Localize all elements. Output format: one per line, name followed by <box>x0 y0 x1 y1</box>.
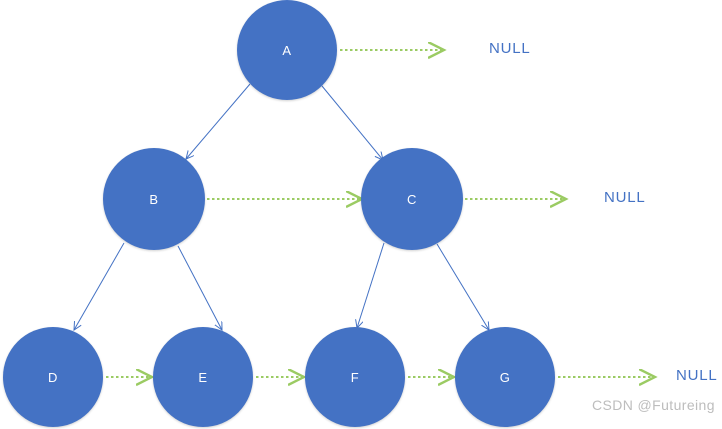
tree-node-label: G <box>499 369 511 385</box>
tree-edge-b-to-e <box>177 245 222 330</box>
tree-node-b[interactable]: B <box>103 148 205 250</box>
tree-edge-b-to-d <box>74 242 125 330</box>
tree-node-label: C <box>407 191 417 207</box>
tree-node-c[interactable]: C <box>361 148 463 250</box>
tree-edge-a-to-c <box>321 85 383 160</box>
tree-node-d[interactable]: D <box>3 327 103 427</box>
tree-node-label: A <box>282 42 292 58</box>
tree-edge-c-to-g <box>436 243 489 330</box>
tree-node-e[interactable]: E <box>153 327 253 427</box>
tree-node-a[interactable]: A <box>237 0 337 100</box>
tree-node-label: D <box>48 369 58 385</box>
tree-node-label: B <box>149 191 159 207</box>
null-label-level-0: NULL <box>489 40 531 57</box>
tree-edge-a-to-b <box>186 83 251 159</box>
null-label-level-2: NULL <box>676 367 718 384</box>
tree-edge-c-to-f <box>357 242 385 328</box>
tree-node-f[interactable]: F <box>305 327 405 427</box>
tree-node-label: F <box>350 369 360 385</box>
null-label-level-1: NULL <box>604 189 646 206</box>
tree-node-g[interactable]: G <box>455 327 555 427</box>
tree-node-label: E <box>198 369 208 385</box>
watermark: CSDN @Futureing <box>592 397 715 413</box>
